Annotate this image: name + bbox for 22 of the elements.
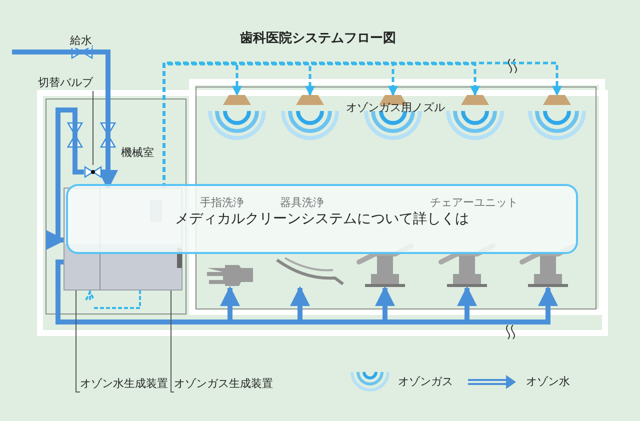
area-label: 器具洗浄 — [280, 196, 324, 210]
area-label: オゾンガス用ノズル — [346, 101, 445, 115]
area-label: 機械室 — [121, 146, 154, 160]
leader-label: 切替バルブ — [38, 76, 94, 91]
legend-text: オゾン水 — [526, 375, 570, 389]
handpiece-drawing — [275, 256, 345, 288]
ozone-nozzle-drawing — [282, 95, 338, 143]
area-label: チェアーユニット — [430, 196, 518, 210]
hand-drawing — [205, 262, 255, 288]
ozone-nozzle-drawing — [209, 95, 265, 143]
ozone-nozzle-drawing — [529, 95, 585, 143]
legend-text: オゾンガス — [398, 375, 453, 389]
leader-label: オゾンガス生成装置 — [174, 377, 274, 392]
leader-line — [170, 290, 174, 392]
edge-label: 給水 — [70, 34, 92, 48]
ozone-nozzle-drawing — [447, 95, 503, 143]
area-label: 手指洗浄 — [200, 196, 244, 210]
leader-label: オゾン水生成装置 — [80, 377, 170, 392]
diagram-title: 歯科医院システムフロー図 — [240, 32, 396, 46]
leader-line — [92, 90, 94, 166]
leader-line — [76, 290, 80, 392]
flow-arrow — [46, 108, 84, 250]
